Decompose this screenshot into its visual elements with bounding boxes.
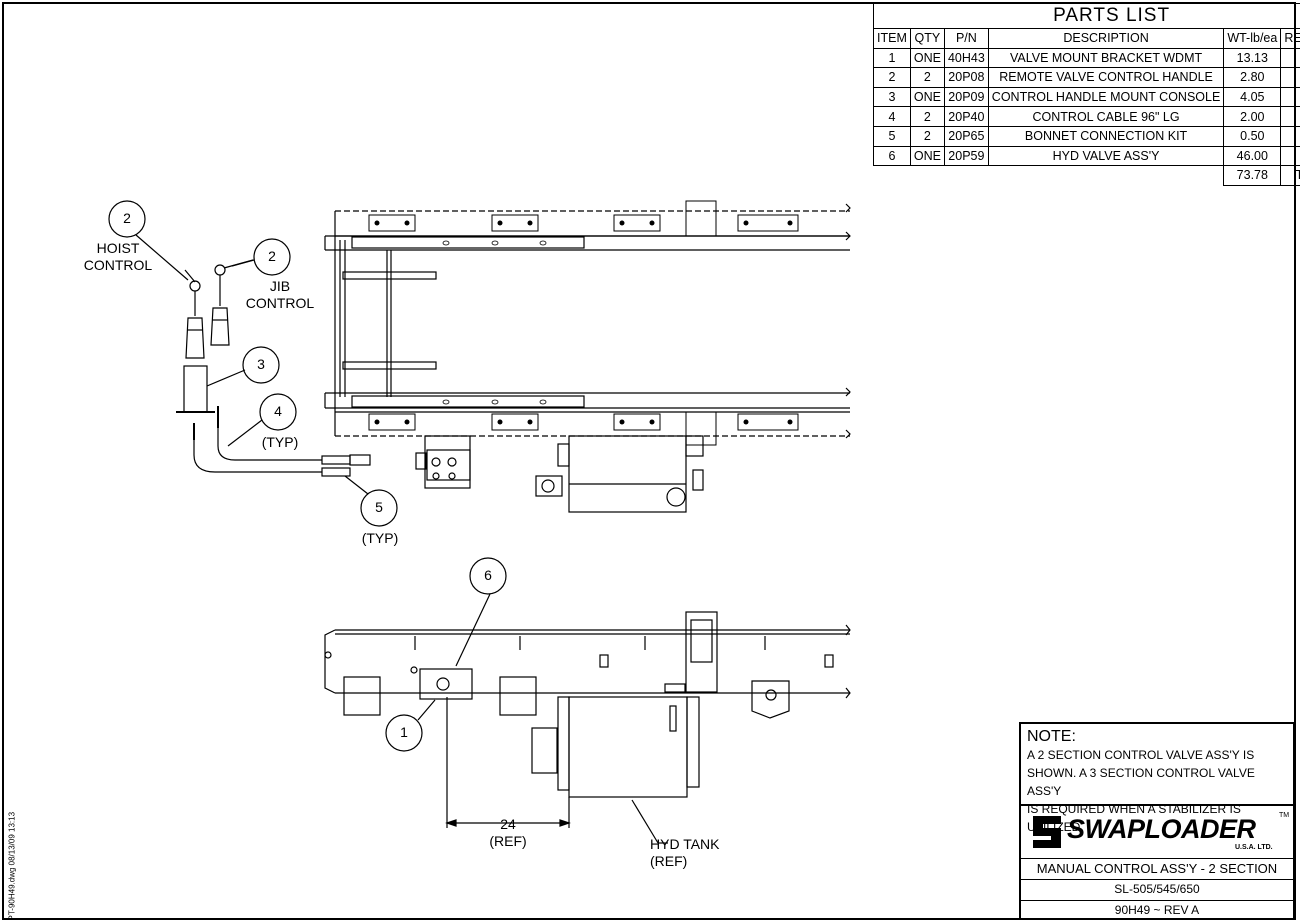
typ-label-5: (TYP) bbox=[361, 530, 399, 546]
cell: REMOTE VALVE CONTROL HANDLE bbox=[987, 67, 1225, 88]
frame-side-view bbox=[324, 611, 851, 719]
logo-s-icon bbox=[1033, 816, 1061, 848]
callout-2-hoist: 2 bbox=[123, 210, 131, 226]
swaploader-logo: SWAPLOADER TM U.S.A. LTD. bbox=[1021, 806, 1293, 859]
callout-2-jib: 2 bbox=[268, 248, 276, 264]
jib-control-label: JIB CONTROL bbox=[245, 278, 315, 311]
leader-1 bbox=[417, 699, 436, 721]
total-row: 73.78 TOTAL bbox=[874, 165, 1300, 186]
title-block: NOTE: A 2 SECTION CONTROL VALVE ASS'Y IS… bbox=[1019, 722, 1295, 920]
cell: 4.05 bbox=[1223, 86, 1282, 108]
cell: BONNET CONNECTION KIT bbox=[987, 125, 1225, 147]
cell: 2.80 bbox=[1223, 67, 1282, 88]
total-label: TOTAL bbox=[1280, 165, 1300, 186]
hoist-control-label: HOIST CONTROL bbox=[83, 240, 153, 273]
callout-4: 4 bbox=[274, 403, 282, 419]
col-pn: P/N bbox=[943, 28, 989, 49]
col-remarks: REMARKS bbox=[1280, 28, 1300, 49]
note-line: SHOWN. A 3 SECTION CONTROL VALVE ASS'Y bbox=[1027, 766, 1255, 798]
callout-1: 1 bbox=[400, 724, 408, 740]
cell: 20P09 bbox=[943, 86, 989, 108]
tank-leader bbox=[631, 799, 659, 844]
logo-text: SWAPLOADER bbox=[1067, 814, 1256, 844]
model-numbers: SL-505/545/650 bbox=[1021, 879, 1293, 901]
cell: ONE bbox=[909, 86, 945, 108]
callout-5: 5 bbox=[375, 499, 383, 515]
cell: 20P08 bbox=[943, 67, 989, 88]
cell: 20P40 bbox=[943, 106, 989, 127]
callout-circles bbox=[108, 200, 507, 752]
note-heading: NOTE: bbox=[1027, 728, 1076, 745]
cell: 2.00 bbox=[1223, 106, 1282, 127]
hyd-tank-label: HYD TANK (REF) bbox=[650, 836, 720, 869]
leader-2b bbox=[231, 259, 255, 267]
file-stamp: PT-90H49.dwg 08/13/09 13:13 bbox=[7, 811, 17, 921]
total-weight: 73.78 bbox=[1223, 165, 1282, 186]
typ-label-4: (TYP) bbox=[261, 434, 299, 450]
dimension-24 bbox=[445, 697, 571, 828]
callout-6: 6 bbox=[484, 567, 492, 583]
hyd-tank-side bbox=[531, 696, 700, 798]
tank-top-view bbox=[535, 435, 704, 513]
mount-console bbox=[176, 365, 246, 413]
drawing-number: 90H49 ~ REV A bbox=[1114, 903, 1200, 917]
parts-list-title: PARTS LIST bbox=[872, 3, 1300, 29]
cell: 20P59 bbox=[943, 145, 989, 167]
dimension-label: 24 (REF) bbox=[489, 816, 527, 849]
control-handles bbox=[184, 259, 254, 359]
cell: 13.13 bbox=[1223, 47, 1282, 69]
leader-2a bbox=[135, 234, 189, 281]
valve-top-view bbox=[415, 435, 471, 489]
logo-tm: TM bbox=[1279, 812, 1290, 819]
note-box: NOTE: A 2 SECTION CONTROL VALVE ASS'Y IS… bbox=[1021, 724, 1293, 834]
control-cables bbox=[193, 406, 371, 495]
frame-top-view bbox=[324, 200, 851, 446]
cell: 40H43 bbox=[943, 47, 989, 69]
cell: HYD VALVE ASS'Y bbox=[987, 145, 1225, 167]
drawing-title: MANUAL CONTROL ASS'Y - 2 SECTION bbox=[1021, 858, 1293, 880]
cell: ONE bbox=[909, 145, 945, 167]
note-line: A 2 SECTION CONTROL VALVE ASS'Y IS bbox=[1027, 748, 1255, 762]
callout-3: 3 bbox=[257, 356, 265, 372]
logo-subtext: U.S.A. LTD. bbox=[1235, 844, 1273, 851]
cell: 0.50 bbox=[1223, 125, 1282, 147]
parts-list-table: PARTS LIST ITEM QTY P/N DESCRIPTION WT-l… bbox=[872, 3, 1300, 186]
col-item: ITEM bbox=[873, 28, 911, 49]
